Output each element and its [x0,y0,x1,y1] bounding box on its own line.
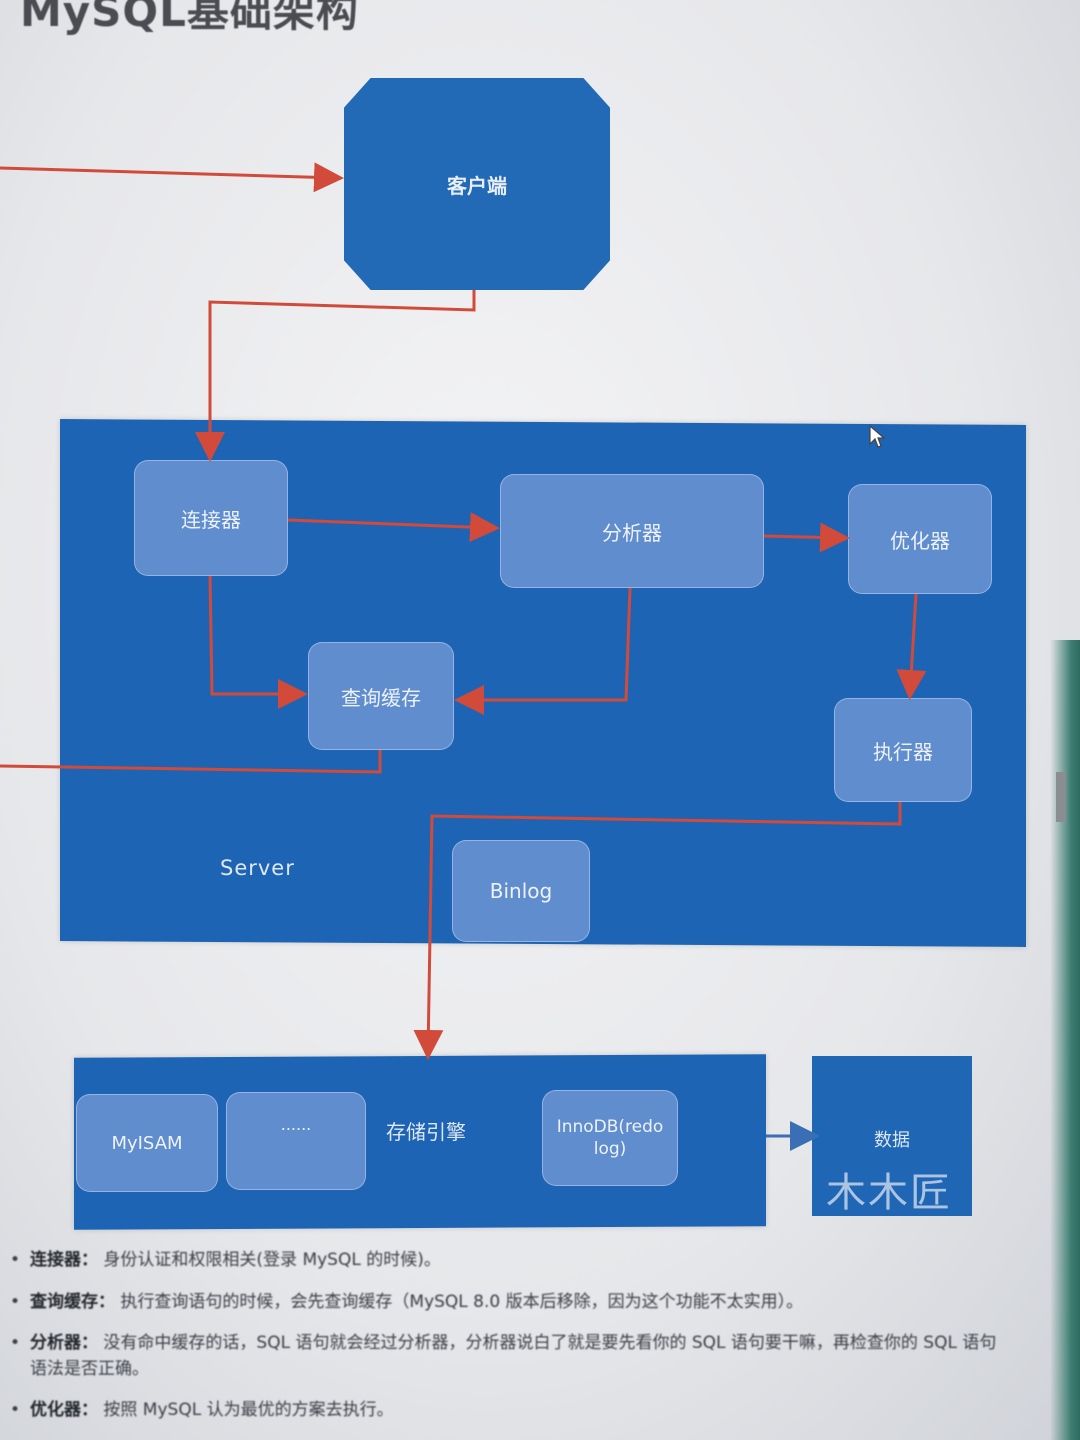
mouse-cursor-icon [869,424,886,448]
binlog-label: Binlog [489,879,553,903]
note-item: • 分析器： 没有命中缓存的话，SQL 语句就会经过分析器，分析器说白了就是要先… [8,1331,1008,1382]
engine-ellipsis-label: ...... [280,1115,312,1134]
note-colon-3: ： [81,1400,98,1420]
engine-innodb-label: InnoDB(redo log) [556,1116,664,1159]
bullet-icon: • [10,1333,21,1353]
note-text: 按照 MySQL 认为最优的方案去执行。 [103,1400,394,1420]
query-cache-label: 查询缓存 [341,685,421,710]
note-colon-0: ： [81,1250,98,1270]
optimizer-label: 优化器 [890,528,950,553]
page-title: MySQL基础架构 [20,0,359,36]
bullet-icon: • [10,1250,21,1270]
note-item: • 优化器： 按照 MySQL 认为最优的方案去执行。 [8,1398,1008,1424]
note-term: 连接器 [30,1250,81,1270]
note-term: 查询缓存 [30,1291,98,1312]
note-term: 分析器 [30,1333,81,1353]
arrow-optimizer-to-executor [896,593,927,700]
watermark: 木木匠 [826,1170,952,1216]
arrow-client-to-connector [195,290,476,462]
client-label: 客户端 [447,173,507,198]
binlog-node: Binlog [452,840,590,942]
line-cache-out-left [0,750,382,774]
scrollbar-thumb [1056,772,1066,822]
arrow-executor-to-storage [413,802,902,1060]
monitor-edge [1050,640,1080,1440]
query-cache-node: 查询缓存 [308,642,454,750]
note-item: • 连接器： 身份认证和权限相关(登录 MySQL 的时候)。 [8,1248,1008,1274]
data-node: 数据 木木匠 [812,1056,972,1216]
bullet-icon: • [10,1291,21,1312]
note-text: 没有命中缓存的话，SQL 语句就会经过分析器，分析器说白了就是要先看你的 SQL… [30,1333,997,1379]
engine-myisam: MyISAM [76,1094,218,1192]
executor-label: 执行器 [873,739,933,764]
server-label: Server [220,856,295,880]
engine-innodb: InnoDB(redo log) [542,1090,678,1186]
connector-label: 连接器 [181,507,241,532]
client-node: 客户端 [344,78,610,290]
connector-node: 连接器 [134,460,288,576]
note-text: 执行查询语句的时候，会先查询缓存（MySQL 8.0 版本后移除，因为这个功能不… [120,1291,804,1312]
analyzer-label: 分析器 [602,520,662,545]
note-item: • 查询缓存： 执行查询语句的时候，会先查询缓存（MySQL 8.0 版本后移除… [8,1290,1008,1316]
analyzer-node: 分析器 [500,474,764,588]
data-label: 数据 [874,1130,910,1151]
note-colon-2: ： [81,1333,98,1353]
arrow-analyzer-to-cache [454,587,632,715]
arrow-analyzer-to-optimizer [763,522,850,553]
engine-myisam-label: MyISAM [111,1132,183,1154]
arrow-connector-to-cache [208,575,308,709]
note-text: 身份认证和权限相关(登录 MySQL 的时候)。 [103,1250,441,1270]
notes-list: • 连接器： 身份认证和权限相关(登录 MySQL 的时候)。 • 查询缓存： … [8,1248,1008,1440]
bullet-icon: • [10,1400,21,1420]
arrow-left-to-client [0,162,344,193]
note-term: 优化器 [30,1400,81,1420]
arrow-connector-to-analyzer [287,512,500,543]
optimizer-node: 优化器 [848,484,992,594]
note-colon-1: ： [98,1291,115,1312]
engine-ellipsis: ...... [226,1092,366,1190]
storage-label: 存储引擎 [386,1120,466,1144]
executor-node: 执行器 [834,698,972,802]
